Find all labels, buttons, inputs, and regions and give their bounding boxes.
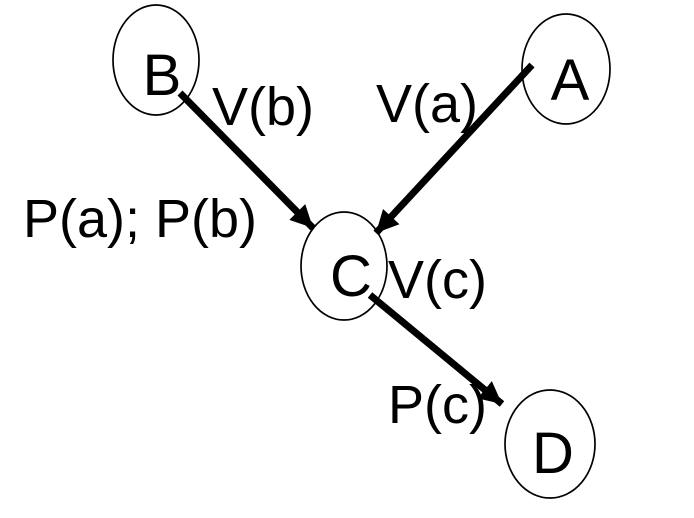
node-d-label: D (532, 421, 574, 486)
edge-a-to-c-arrow (373, 62, 535, 236)
node-a-ellipse (521, 13, 611, 125)
edge-b-to-c-label: V(b) (212, 77, 314, 137)
node-c-ellipse (300, 211, 388, 321)
node-d-ellipse (504, 389, 596, 499)
nodes-layer (112, 4, 611, 499)
node-b-label: B (143, 43, 182, 108)
annotation-pa-pb: P(a); P(b) (23, 189, 257, 249)
edge-c-to-d-arrow (367, 292, 505, 407)
annotation-pc: P(c) (388, 375, 487, 435)
edges-layer (177, 62, 535, 407)
edge-b-to-c-arrow (177, 90, 316, 231)
edge-a-to-c-label: V(a) (376, 74, 478, 134)
node-b-ellipse (112, 4, 200, 116)
node-a-label: A (551, 48, 590, 113)
edge-c-to-d-label: V(c) (388, 250, 487, 310)
node-c-label: C (330, 244, 372, 309)
